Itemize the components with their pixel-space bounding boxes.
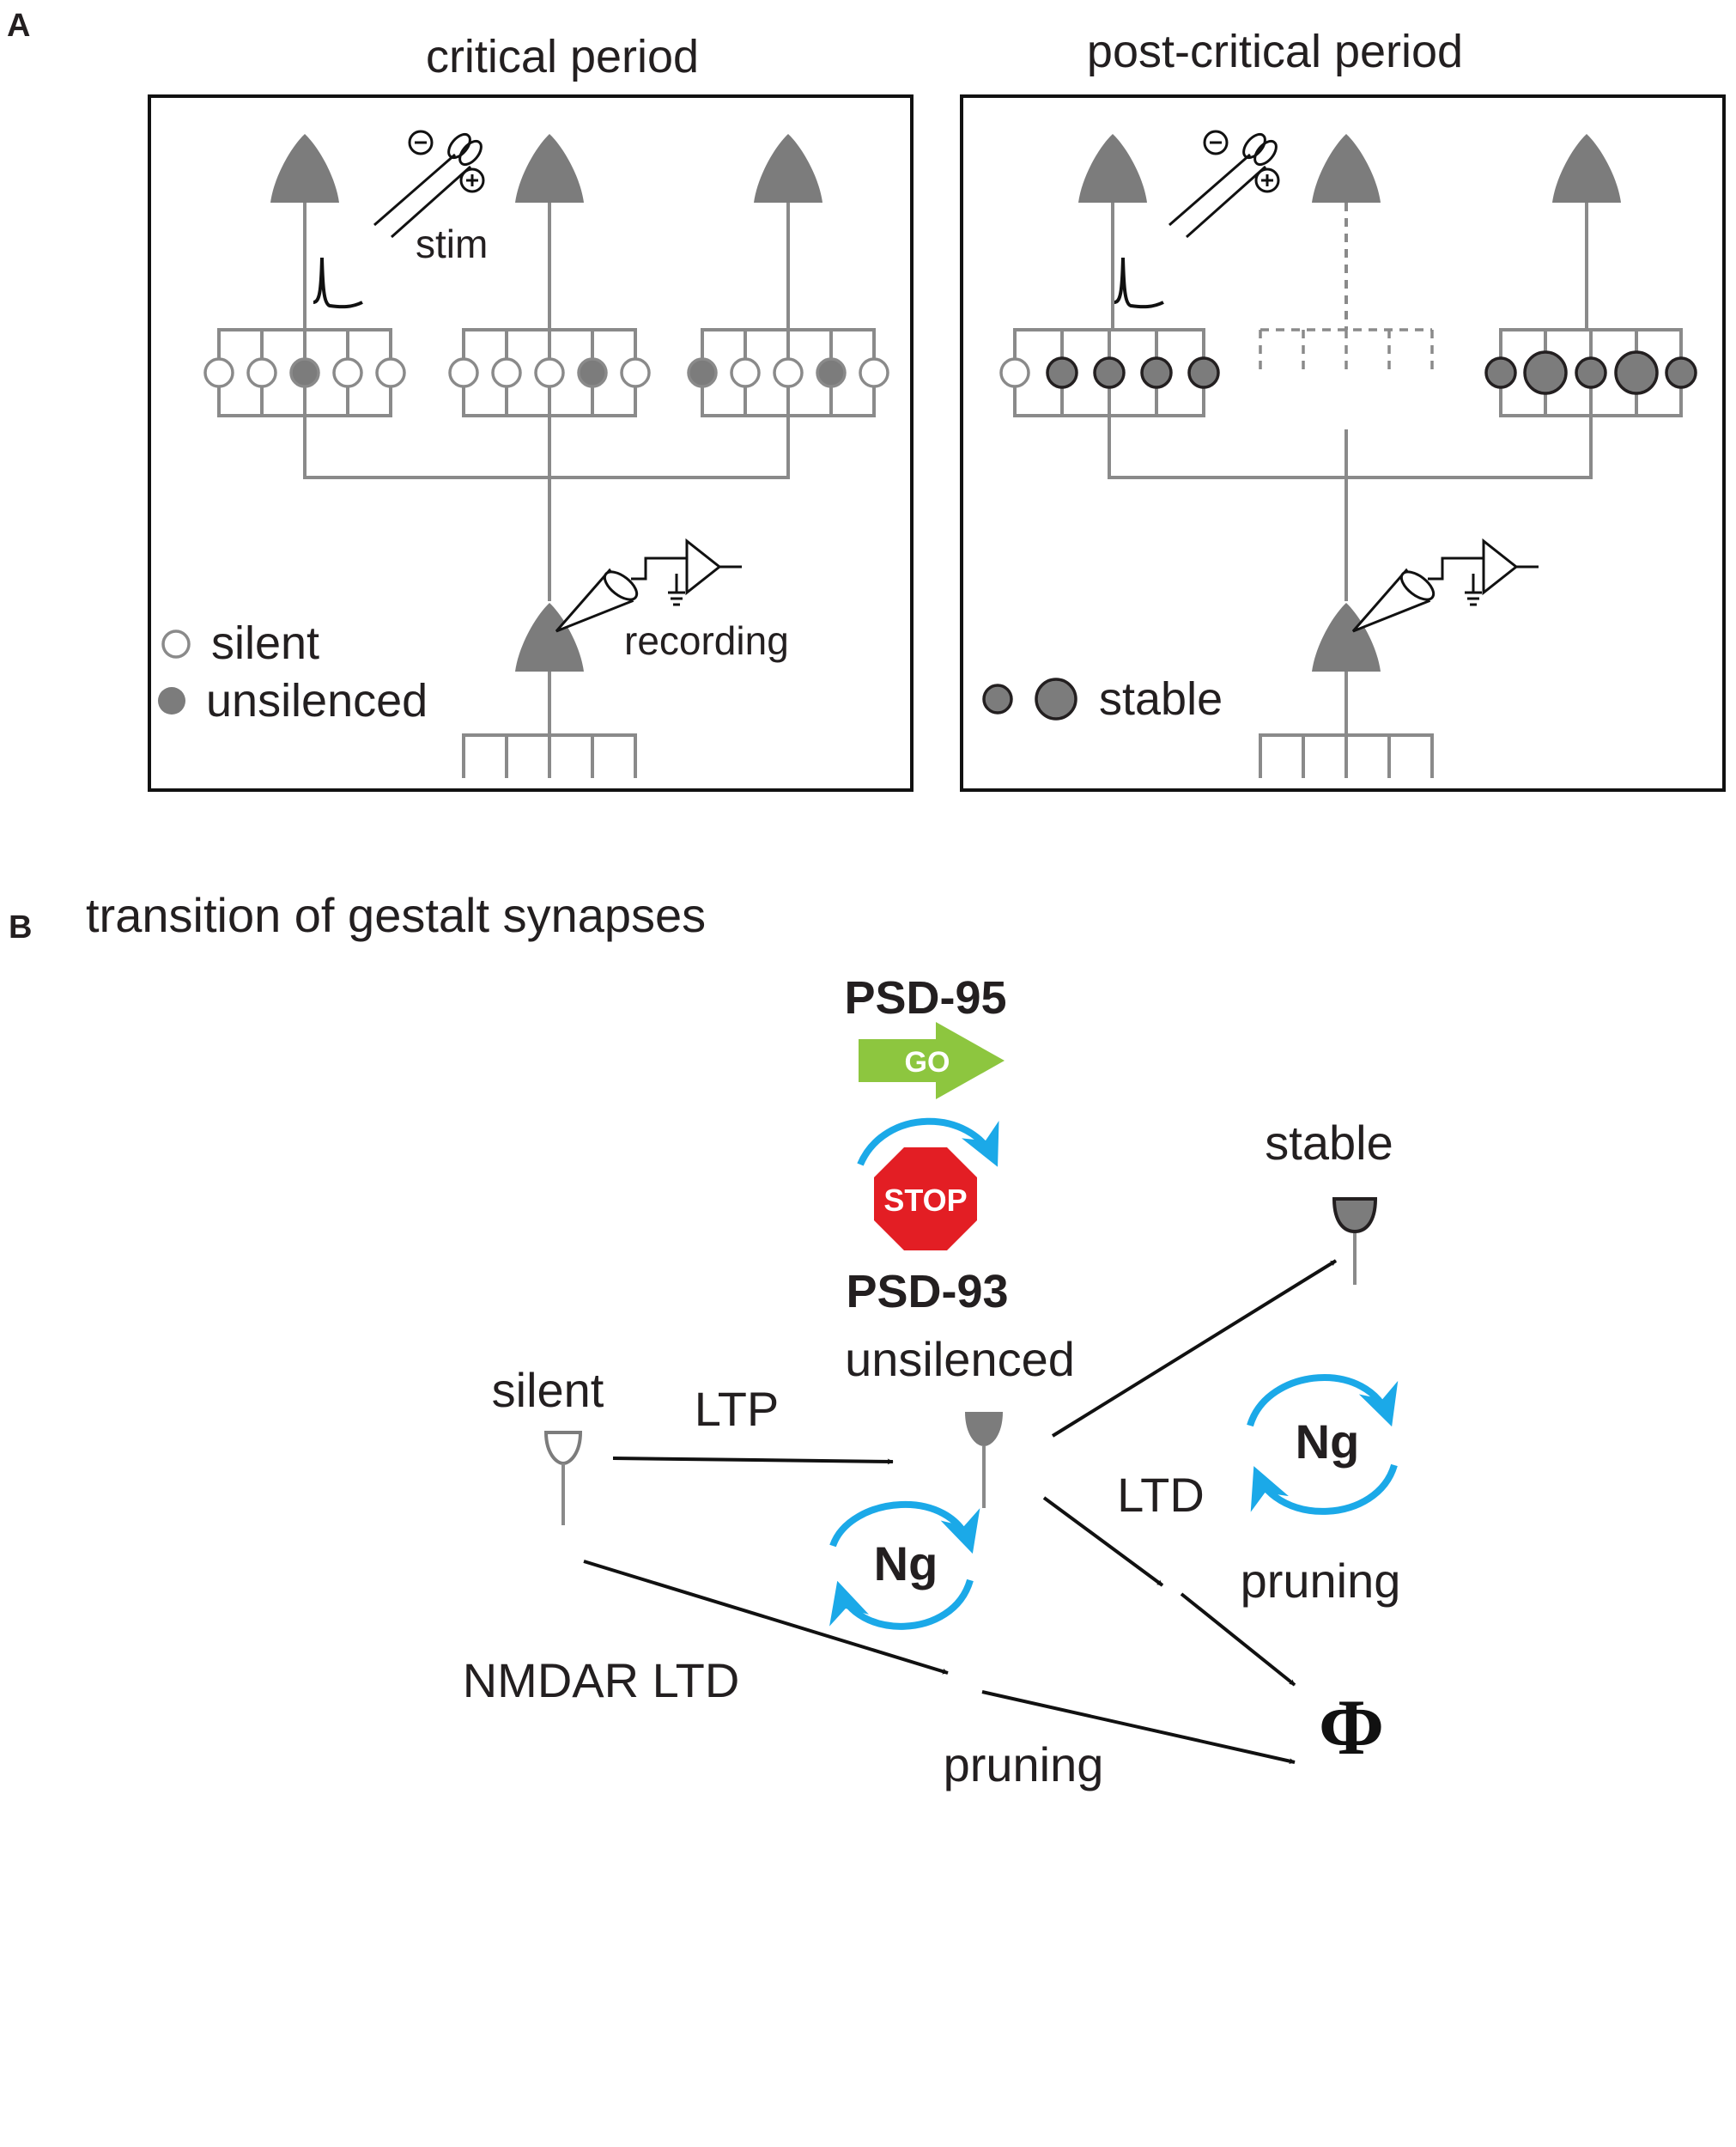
nmdar-ltd-label: NMDAR LTD: [463, 1653, 740, 1707]
silent-synapse: [859, 357, 889, 388]
pruning-right-label: pruning: [1241, 1554, 1401, 1608]
silent-synapse: [246, 357, 277, 388]
silent-synapse: [203, 357, 234, 388]
spike-trace-icon: [1114, 257, 1164, 309]
stable-synapse: [1484, 356, 1517, 389]
panel-b-label: B: [9, 909, 32, 946]
legend-stable-label: stable: [1099, 673, 1223, 725]
silent-synapse: [620, 357, 651, 388]
silent-synapse: [375, 357, 406, 388]
legend-stable-marker-small: [982, 684, 1013, 715]
critical-period-title: critical period: [426, 31, 699, 82]
presynaptic-neuron-3: [754, 134, 822, 203]
silent-synapse: [534, 357, 565, 388]
ltp-label: LTP: [695, 1382, 780, 1436]
silent-synapse: [773, 357, 804, 388]
pruning-bottom-arrow: [981, 1690, 1296, 1765]
stable-synapse: [1046, 356, 1078, 389]
synapse-group-3: [701, 328, 876, 476]
stable-synapse: [1187, 356, 1220, 389]
cycle-arrow-icon: [857, 1117, 999, 1167]
silent-synapse: [999, 357, 1030, 388]
recording-label: recording: [624, 618, 789, 663]
recording-electrode-icon: [1351, 538, 1539, 633]
stable-synapse-large: [1614, 350, 1659, 395]
silent-synapse: [491, 357, 522, 388]
stable-synapse: [1665, 356, 1697, 389]
silent-synapse: [448, 357, 479, 388]
ng-center-label: Ng: [874, 1536, 938, 1590]
psd95-label: PSD-95: [844, 972, 1006, 1024]
unsilenced-synapse: [289, 357, 320, 388]
stimulating-electrode-icon: [373, 130, 485, 239]
ltd-arrow: [1042, 1496, 1164, 1587]
stable-state-label: stable: [1265, 1116, 1393, 1170]
presynaptic-neuron-2: [1312, 134, 1381, 203]
pruning-bottom-label: pruning: [944, 1737, 1104, 1791]
stop-sign-icon: STOP: [874, 1147, 977, 1250]
presynaptic-neuron-3: [1552, 134, 1621, 203]
stable-synapse-large: [1523, 350, 1568, 395]
silent-synapse: [730, 357, 761, 388]
silent-state-label: silent: [492, 1363, 604, 1417]
post-critical-period-title: post-critical period: [1087, 26, 1463, 77]
legend-stable-marker-large: [1035, 678, 1077, 721]
unsilenced-synapse: [687, 357, 718, 388]
synapse-group-1: [1013, 328, 1205, 476]
stabilization-arrow: [1051, 1259, 1338, 1438]
presynaptic-neuron-1: [270, 134, 339, 203]
recording-electrode-icon: [555, 538, 742, 633]
unsilenced-synapse: [816, 357, 847, 388]
silent-synapse: [332, 357, 363, 388]
synapse-group-1: [217, 328, 392, 476]
ltp-arrow: [612, 1457, 894, 1465]
legend-unsilenced-marker: [158, 687, 185, 715]
pruning-right-arrow: [1180, 1592, 1296, 1687]
stimulating-electrode-icon: [1168, 130, 1280, 239]
critical-period-box: [148, 94, 914, 792]
synapse-group-3: [1499, 328, 1683, 476]
unsilenced-synapse: [577, 357, 608, 388]
critical-period-circuit: stim recording silent unsilenced: [158, 130, 889, 778]
ng-right-label: Ng: [1296, 1414, 1360, 1469]
presynaptic-neuron-2: [515, 134, 584, 203]
legend-unsilenced-label: unsilenced: [206, 675, 428, 727]
stable-synapse: [1093, 356, 1126, 389]
panel-a-label: A: [7, 8, 30, 44]
silent-synapse-icon: [543, 1431, 583, 1525]
unsilenced-state-label: unsilenced: [845, 1332, 1075, 1386]
presynaptic-neuron-1: [1078, 134, 1147, 203]
unsilenced-synapse-icon: [965, 1412, 1003, 1508]
stable-synapse: [1140, 356, 1173, 389]
legend-silent-label: silent: [211, 617, 319, 669]
ng-cycle-icon: [1247, 1374, 1399, 1515]
panel-b-title: transition of gestalt synapses: [86, 888, 706, 942]
stable-synapse: [1575, 356, 1607, 389]
post-critical-period-circuit: stable: [982, 130, 1697, 778]
stable-synapse-icon: [1332, 1197, 1378, 1285]
legend-silent-marker: [161, 630, 191, 659]
nmdar-ltd-arrow: [583, 1560, 949, 1675]
stim-label: stim: [416, 222, 488, 266]
spike-trace-icon: [313, 257, 363, 309]
go-label: GO: [905, 1046, 950, 1079]
post-critical-period-box: [960, 94, 1726, 792]
ltd-label: LTD: [1117, 1468, 1205, 1522]
stop-label: STOP: [883, 1183, 967, 1218]
phi-symbol: Φ: [1319, 1683, 1384, 1771]
pruned-synapse-group: [1259, 328, 1434, 373]
psd93-label: PSD-93: [846, 1266, 1008, 1317]
ng-cycle-icon: [829, 1501, 980, 1630]
go-arrow-icon: GO: [859, 1022, 1005, 1099]
